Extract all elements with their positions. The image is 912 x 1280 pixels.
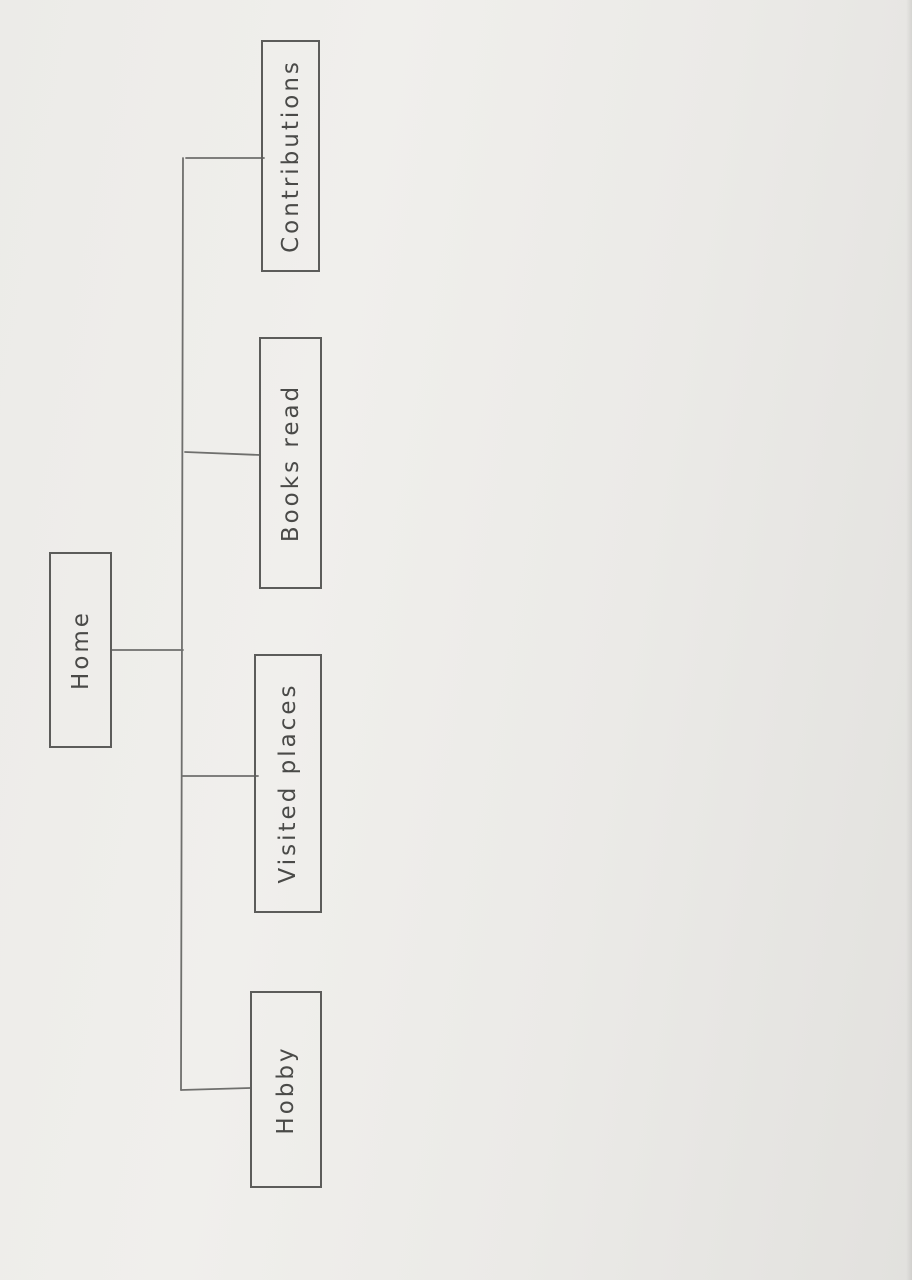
node-home-label: Home — [68, 610, 94, 690]
connector-trunk — [180, 157, 184, 1091]
node-hobby: Hobby — [250, 991, 322, 1188]
paper-edge-shadow — [906, 0, 912, 1280]
node-visited-places: Visited places — [254, 654, 322, 913]
node-hobby-label: Hobby — [273, 1045, 299, 1134]
node-home: Home — [49, 552, 112, 748]
node-books-read: Books read — [259, 337, 322, 589]
node-contributions-label: Contributions — [278, 59, 304, 253]
connector-books-read — [184, 451, 261, 456]
connector-hobby — [180, 1087, 251, 1091]
node-contributions: Contributions — [261, 40, 320, 272]
node-books-read-label: Books read — [278, 384, 304, 542]
node-visited-places-label: Visited places — [275, 683, 301, 884]
